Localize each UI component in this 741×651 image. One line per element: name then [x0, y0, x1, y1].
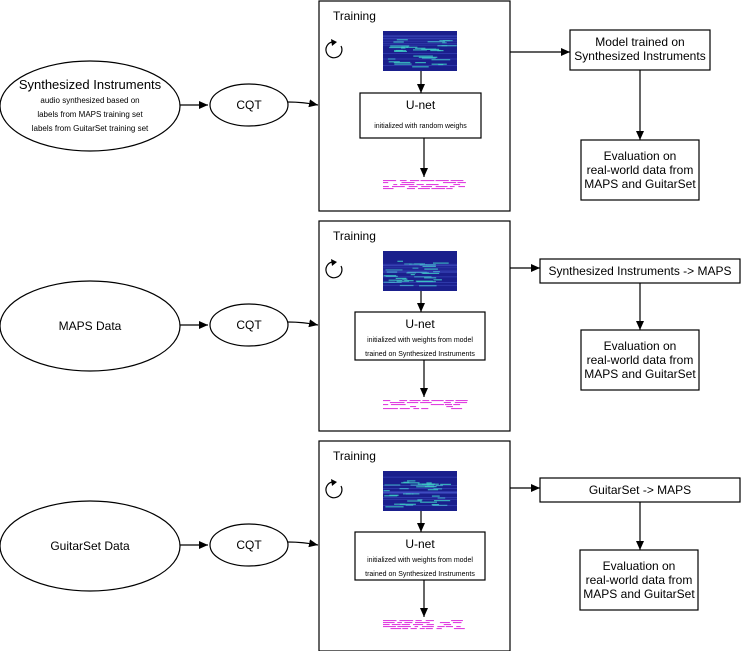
evaluation-label: real-world data from	[586, 573, 693, 587]
training-loop-icon	[325, 39, 343, 59]
training-title: Training	[333, 9, 376, 23]
unet-box: U-net initialized with weights from model…	[354, 531, 486, 581]
piano-roll-output-image	[383, 180, 466, 190]
evaluation-label: Evaluation on	[603, 559, 676, 573]
arrow-cqt-to-training	[287, 539, 319, 548]
unet-box: U-net initialized with weights from model…	[354, 311, 486, 361]
cqt-label: CQT	[236, 538, 262, 552]
model-result-box: Synthesized Instruments -> MAPS	[539, 258, 741, 284]
cqt-label: CQT	[236, 98, 262, 112]
training-title: Training	[333, 449, 376, 463]
source-node: GuitarSet Data	[0, 500, 181, 592]
model-result-box: GuitarSet -> MAPS	[539, 477, 741, 503]
model-result-label: GuitarSet -> MAPS	[589, 483, 691, 497]
unet-box: U-net initialized with random weighs	[359, 92, 482, 139]
unet-title: U-net	[406, 98, 436, 112]
evaluation-label: MAPS and GuitarSet	[583, 587, 695, 601]
piano-roll-output-image	[383, 400, 468, 410]
arrow-cqt-to-training	[287, 99, 319, 108]
training-title: Training	[333, 229, 376, 243]
source-title: GuitarSet Data	[50, 539, 130, 553]
cqt-node: CQT	[209, 83, 289, 127]
cqt-label: CQT	[236, 318, 262, 332]
evaluation-label: MAPS and GuitarSet	[584, 367, 696, 381]
training-loop-icon	[325, 259, 343, 279]
source-node: Synthesized Instruments audio synthesized…	[0, 60, 181, 152]
unet-subtitle: trained on Synthesized Instruments	[365, 351, 475, 358]
cqt-spectrogram-image	[383, 471, 457, 511]
unet-subtitle: initialized with weights from model	[367, 337, 473, 344]
source-line: labels from MAPS training set	[37, 110, 143, 119]
evaluation-label: Evaluation on	[604, 339, 677, 353]
source-node: MAPS Data	[0, 280, 181, 372]
source-title: MAPS Data	[59, 319, 122, 333]
evaluation-label: MAPS and GuitarSet	[584, 177, 696, 191]
unet-subtitle: initialized with random weighs	[374, 123, 467, 130]
model-result-label: Model trained on	[595, 35, 684, 49]
model-result-label: Synthesized Instruments -> MAPS	[548, 264, 731, 278]
cqt-spectrogram-image	[383, 31, 457, 71]
arrow-cqt-to-training	[287, 319, 319, 328]
cqt-node: CQT	[209, 523, 289, 567]
training-loop-icon	[325, 479, 343, 499]
source-title: Synthesized Instruments	[19, 77, 162, 92]
cqt-spectrogram-image	[383, 251, 457, 291]
evaluation-label: real-world data from	[587, 163, 694, 177]
evaluation-label: real-world data from	[587, 353, 694, 367]
evaluation-label: Evaluation on	[604, 149, 677, 163]
pipeline-row-1: Synthesized Instruments audio synthesized…	[0, 0, 711, 212]
model-result-label: Synthesized Instruments	[574, 49, 705, 63]
unet-title: U-net	[405, 537, 435, 551]
source-line: audio synthesized based on	[40, 96, 139, 105]
unet-subtitle: initialized with weights from model	[367, 557, 473, 564]
unet-title: U-net	[405, 317, 435, 331]
piano-roll-output-image	[383, 620, 465, 630]
source-line: labels from GuitarSet training set	[32, 124, 149, 133]
cqt-node: CQT	[209, 303, 289, 347]
unet-subtitle: trained on Synthesized Instruments	[365, 571, 475, 578]
